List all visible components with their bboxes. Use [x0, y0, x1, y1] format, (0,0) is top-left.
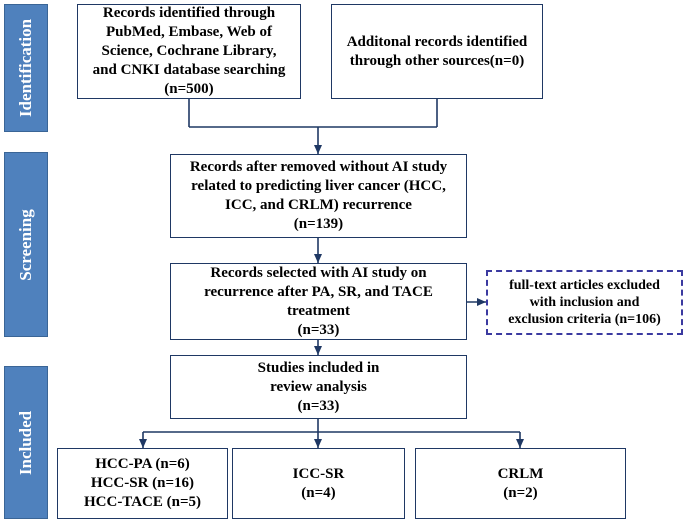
- box-line: (n=33): [297, 397, 340, 414]
- box-line: CRLM: [497, 465, 544, 482]
- box-line: review analysis: [270, 378, 367, 395]
- box-review-analysis: Studies included in review analysis (n=3…: [170, 355, 467, 419]
- box-line: (n=139): [293, 216, 344, 232]
- box-after-removed: Records after removed without AI study r…: [170, 154, 467, 238]
- box-line: recurrence after PA, SR, and TACE: [204, 283, 433, 300]
- box-line: and CNKI database searching: [92, 62, 286, 78]
- box-line: Additonal records identified: [346, 33, 528, 50]
- box-line: HCC-SR (n=16): [90, 475, 195, 491]
- phase-identification: Identification: [4, 4, 48, 132]
- box-line: ICC-SR: [292, 465, 345, 482]
- box-line: Records identified through: [102, 5, 276, 21]
- box-line: Science, Cochrane Library,: [101, 43, 277, 59]
- phase-screening: Screening: [4, 152, 48, 337]
- box-line: PubMed, Embase, Web of: [106, 24, 272, 40]
- box-other-sources: Additonal records identified through oth…: [331, 4, 543, 99]
- phase-included: Included: [4, 366, 48, 519]
- box-line: (n=4): [301, 484, 336, 501]
- box-line: full-text articles excluded: [509, 278, 660, 293]
- box-line: related to predicting liver cancer (HCC,: [191, 178, 446, 194]
- box-selected: Records selected with AI study on recurr…: [170, 263, 467, 340]
- box-crlm: CRLM (n=2): [415, 448, 626, 519]
- box-hcc: HCC-PA (n=6) HCC-SR (n=16) HCC-TACE (n=5…: [57, 448, 228, 519]
- box-database-records: Records identified through PubMed, Embas…: [77, 4, 301, 99]
- box-line: HCC-TACE (n=5): [83, 494, 202, 510]
- box-line: (n=2): [503, 484, 538, 501]
- box-line: (n=500): [164, 81, 214, 97]
- box-line: (n=33): [297, 321, 340, 338]
- box-line: through other sources(n=0): [349, 52, 525, 69]
- box-line: HCC-PA (n=6): [95, 456, 190, 472]
- box-line: with inclusion and: [529, 295, 640, 310]
- box-line: ICC, and CRLM) recurrence: [225, 197, 412, 213]
- box-line: Records selected with AI study on: [210, 264, 427, 281]
- box-excluded: full-text articles excluded with inclusi…: [486, 270, 683, 335]
- box-icc: ICC-SR (n=4): [232, 448, 405, 519]
- box-line: Records after removed without AI study: [189, 159, 448, 175]
- box-line: treatment: [286, 302, 351, 319]
- box-line: Studies included in: [257, 359, 380, 376]
- box-line: exclusion criteria (n=106): [508, 312, 661, 327]
